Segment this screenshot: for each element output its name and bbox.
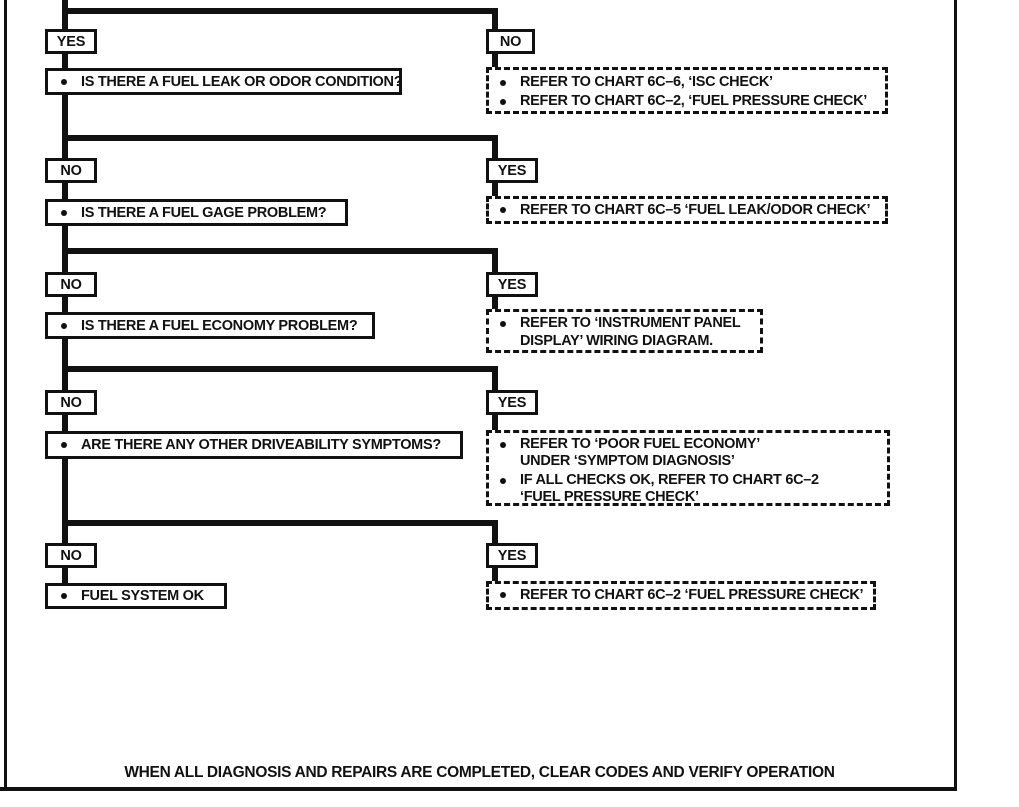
action-box-1: REFER TO CHART 6C–6, ‘ISC CHECK’ REFER T… (486, 67, 888, 114)
bullet-icon (500, 478, 506, 484)
bullet-icon (500, 592, 506, 598)
branch-line-5 (62, 520, 498, 526)
action-line: IF ALL CHECKS OK, REFER TO CHART 6C–2 (489, 472, 887, 489)
action-line: UNDER ‘SYMPTOM DIAGNOSIS’ (489, 453, 887, 470)
action-line: REFER TO CHART 6C–6, ‘ISC CHECK’ (489, 73, 885, 92)
action-box-2: REFER TO CHART 6C–5 ‘FUEL LEAK/ODOR CHEC… (486, 196, 888, 224)
decision-label-left-3: NO (45, 272, 97, 297)
decision-label-left-1: YES (45, 29, 97, 54)
action-line: REFER TO ‘POOR FUEL ECONOMY’ (489, 436, 887, 453)
question-box-3: IS THERE A FUEL ECONOMY PROBLEM? (45, 312, 375, 339)
question-text: IS THERE A FUEL LEAK OR ODOR CONDITION? (81, 73, 403, 90)
action-text: DISPLAY’ WIRING DIAGRAM. (520, 333, 713, 349)
decision-label-right-4: YES (486, 390, 538, 415)
question-box-1: IS THERE A FUEL LEAK OR ODOR CONDITION? (45, 68, 403, 95)
action-box-3: REFER TO ‘INSTRUMENT PANEL DISPLAY’ WIRI… (486, 309, 763, 353)
action-line: REFER TO CHART 6C–5 ‘FUEL LEAK/ODOR CHEC… (489, 199, 885, 221)
action-text: REFER TO CHART 6C–2 ‘FUEL PRESSURE CHECK… (520, 587, 864, 603)
decision-label-left-4: NO (45, 390, 97, 415)
branch-line-3 (62, 248, 498, 254)
branch-line-2 (62, 135, 498, 141)
action-text: REFER TO CHART 6C–2, ‘FUEL PRESSURE CHEC… (520, 93, 868, 109)
decision-label-text: YES (497, 276, 527, 293)
decision-label-right-3: YES (486, 272, 538, 297)
frame-right-border (954, 0, 957, 788)
decision-label-right-2: YES (486, 158, 538, 183)
question-box-2: IS THERE A FUEL GAGE PROBLEM? (45, 199, 348, 226)
bullet-icon (61, 78, 67, 85)
action-box-5: REFER TO CHART 6C–2 ‘FUEL PRESSURE CHECK… (486, 581, 876, 610)
footer-note: WHEN ALL DIAGNOSIS AND REPAIRS ARE COMPL… (124, 764, 835, 781)
question-text: IS THERE A FUEL ECONOMY PROBLEM? (81, 317, 358, 334)
branch-line-1 (62, 8, 498, 14)
decision-label-text: NO (499, 33, 522, 50)
bullet-icon (61, 593, 67, 599)
action-box-4: REFER TO ‘POOR FUEL ECONOMY’ UNDER ‘SYMP… (486, 430, 890, 506)
bullet-icon (61, 209, 67, 216)
action-text: REFER TO CHART 6C–5 ‘FUEL LEAK/ODOR CHEC… (520, 202, 871, 218)
decision-label-text: YES (497, 547, 527, 564)
decision-label-text: YES (497, 162, 527, 179)
action-text: IF ALL CHECKS OK, REFER TO CHART 6C–2 (520, 472, 819, 488)
decision-label-left-5: NO (45, 543, 97, 568)
action-line: REFER TO ‘INSTRUMENT PANEL (489, 314, 760, 332)
decision-label-right-5: YES (486, 543, 538, 568)
question-box-5: FUEL SYSTEM OK (45, 583, 227, 609)
bullet-icon (500, 207, 506, 213)
action-text: UNDER ‘SYMPTOM DIAGNOSIS’ (520, 453, 735, 469)
bullet-icon (500, 321, 506, 327)
question-text: ARE THERE ANY OTHER DRIVEABILITY SYMPTOM… (81, 437, 441, 453)
decision-label-left-2: NO (45, 158, 97, 183)
frame-bottom-border (0, 787, 957, 791)
decision-label-text: YES (497, 394, 527, 411)
bullet-icon (500, 80, 506, 86)
frame-left-border (4, 0, 7, 788)
decision-label-text: YES (56, 33, 86, 50)
bullet-icon (61, 322, 67, 329)
question-text: FUEL SYSTEM OK (81, 588, 204, 604)
bullet-icon (61, 442, 67, 448)
action-text: ‘FUEL PRESSURE CHECK’ (520, 489, 699, 505)
action-line: ‘FUEL PRESSURE CHECK’ (489, 489, 887, 506)
decision-label-text: NO (60, 276, 82, 293)
action-line: DISPLAY’ WIRING DIAGRAM. (489, 332, 760, 350)
bullet-icon (500, 99, 506, 105)
bullet-icon (500, 442, 506, 448)
decision-label-text: NO (60, 162, 82, 179)
action-line: REFER TO CHART 6C–2, ‘FUEL PRESSURE CHEC… (489, 92, 885, 111)
question-box-4: ARE THERE ANY OTHER DRIVEABILITY SYMPTOM… (45, 431, 463, 459)
branch-line-4 (62, 366, 498, 372)
decision-label-text: NO (60, 547, 82, 564)
decision-label-right-1: NO (486, 29, 535, 54)
action-text: REFER TO CHART 6C–6, ‘ISC CHECK’ (520, 74, 773, 90)
action-line: REFER TO CHART 6C–2 ‘FUEL PRESSURE CHECK… (489, 584, 873, 607)
decision-label-text: NO (60, 394, 82, 411)
action-text: REFER TO ‘POOR FUEL ECONOMY’ (520, 436, 761, 452)
question-text: IS THERE A FUEL GAGE PROBLEM? (81, 204, 327, 221)
action-text: REFER TO ‘INSTRUMENT PANEL (520, 315, 741, 331)
